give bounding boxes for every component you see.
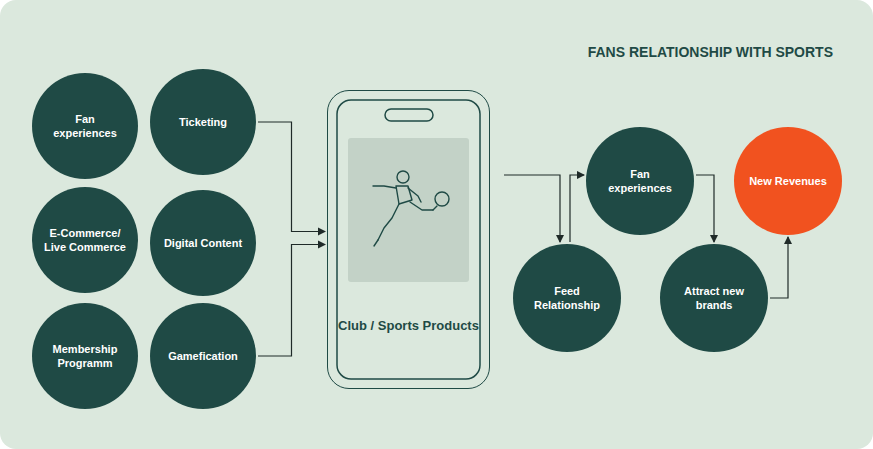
flow-arrow <box>258 245 325 357</box>
node-label: Fan experiences <box>43 112 127 140</box>
node-label: Membership Programm <box>43 342 127 370</box>
node-label: Feed Relationship <box>525 284 609 312</box>
node-label: Ticketing <box>179 115 227 129</box>
flow-arrow <box>770 237 788 298</box>
circle-node: E-Commerce/ Live Commerce <box>32 187 138 293</box>
circle-node: Membership Programm <box>32 303 138 409</box>
flow-arrow <box>570 175 584 242</box>
circle-node: Gamefication <box>150 303 256 409</box>
circle-node: Digital Content <box>150 190 256 296</box>
node-label: Gamefication <box>168 349 238 363</box>
circle-node: Attract new brands <box>660 244 768 352</box>
node-label: Digital Content <box>164 236 242 250</box>
node-label: Attract new brands <box>672 284 756 312</box>
node-label: Club / Sports Products <box>328 317 489 334</box>
phone-frame: Club / Sports Products <box>327 90 490 389</box>
circle-node: New Revenues <box>734 127 842 235</box>
circle-node: Fan experiences <box>32 73 138 179</box>
node-label: Fan experiences <box>598 167 682 195</box>
node-label: New Revenues <box>749 174 827 188</box>
flow-arrow <box>504 175 560 242</box>
circle-node: Fan experiences <box>586 127 694 235</box>
diagram-title: FANS RELATIONSHIP WITH SPORTS <box>588 44 833 60</box>
node-label: E-Commerce/ Live Commerce <box>43 226 127 254</box>
circle-node: Feed Relationship <box>513 244 621 352</box>
flow-arrow <box>258 122 325 232</box>
flow-arrow <box>696 175 714 242</box>
circle-node: Ticketing <box>150 69 256 175</box>
